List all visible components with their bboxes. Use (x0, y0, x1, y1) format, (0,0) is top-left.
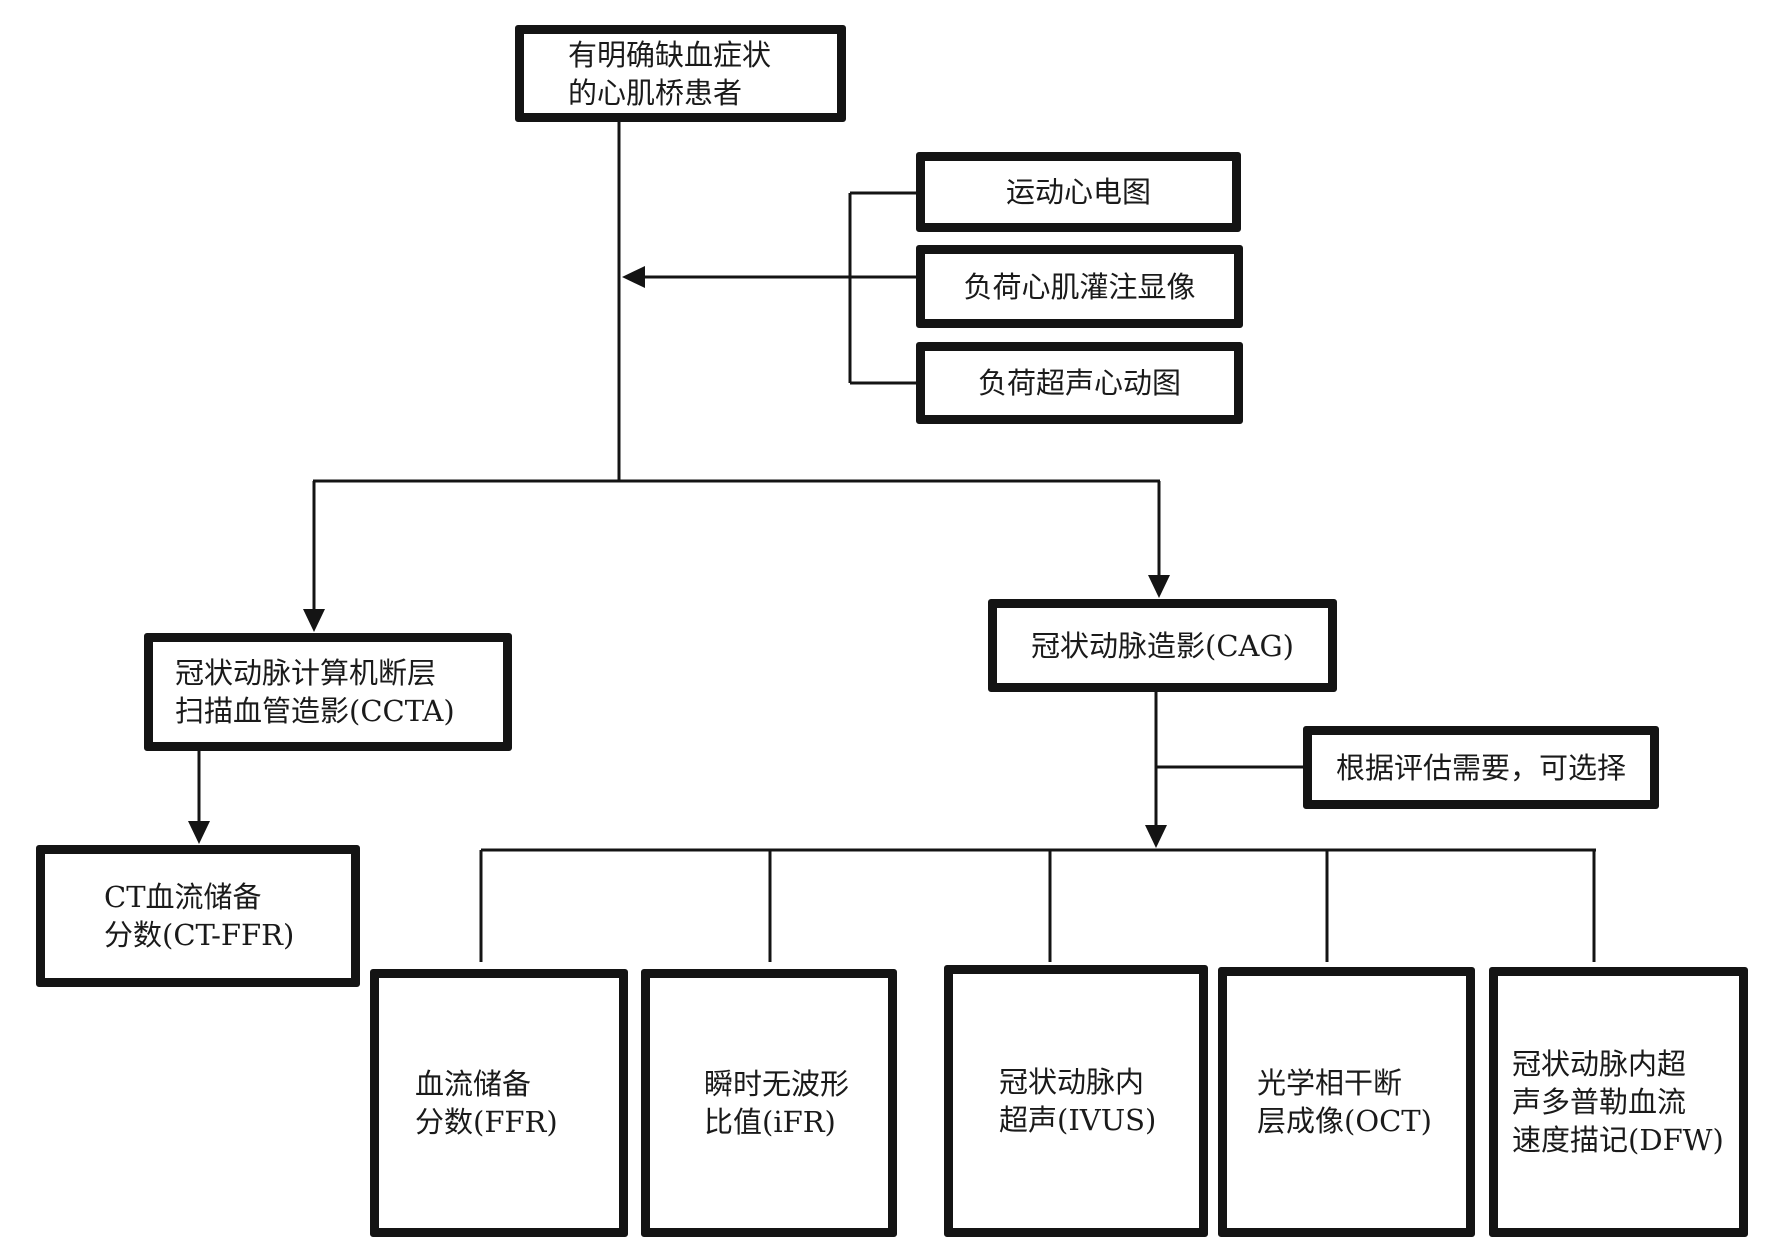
test-node-label: 运动心电图 (1005, 175, 1151, 209)
optional-note-node: 根据评估需要，可选择 (1303, 726, 1659, 809)
ct-ffr-node: CT血流储备 分数(CT-FFR) (36, 845, 360, 987)
test-node-label: 负荷心肌灌注显像 (963, 269, 1196, 304)
tests-arrowhead (622, 266, 645, 288)
ctffr-arrowhead (188, 821, 210, 844)
option-node-oct: 光学相干断 层成像(OCT) (1218, 967, 1475, 1237)
option-node-ifr: 瞬时无波形 比值(iFR) (641, 969, 897, 1237)
option-node-ffr: 血流储备 分数(FFR) (370, 969, 628, 1237)
start-node-label: 有明确缺血症状 的心肌桥患者 (568, 37, 772, 110)
test-node-label: 负荷超声心动图 (977, 366, 1181, 400)
test-node-exercise-ecg: 运动心电图 (916, 152, 1241, 232)
cag-node: 冠状动脉造影(CAG) (988, 599, 1337, 692)
option-node-label: 血流储备 分数(FFR) (415, 1067, 558, 1139)
cag-arrowhead (1148, 575, 1170, 598)
test-node-stress-echo: 负荷超声心动图 (916, 342, 1243, 424)
option-node-dfw: 冠状动脉内超 声多普勒血流 速度描记(DFW) (1489, 967, 1748, 1237)
optional-note-label: 根据评估需要，可选择 (1335, 750, 1626, 785)
cag-node-label: 冠状动脉造影(CAG) (1031, 628, 1294, 663)
ccta-node: 冠状动脉计算机断层 扫描血管造影(CCTA) (144, 633, 512, 751)
ccta-arrowhead (303, 609, 325, 632)
option-node-ivus: 冠状动脉内 超声(IVUS) (944, 965, 1208, 1237)
option-node-label: 瞬时无波形 比值(iFR) (704, 1067, 850, 1139)
options-arrowhead (1145, 825, 1167, 848)
option-node-label: 光学相干断 层成像(OCT) (1257, 1066, 1432, 1138)
ct-ffr-node-label: CT血流储备 分数(CT-FFR) (104, 880, 295, 952)
test-node-perfusion-imaging: 负荷心肌灌注显像 (916, 245, 1243, 328)
option-node-label: 冠状动脉内超 声多普勒血流 速度描记(DFW) (1512, 1047, 1724, 1157)
option-node-label: 冠状动脉内 超声(IVUS) (999, 1065, 1157, 1137)
ccta-node-label: 冠状动脉计算机断层 扫描血管造影(CCTA) (175, 656, 455, 728)
start-node: 有明确缺血症状 的心肌桥患者 (515, 25, 846, 122)
